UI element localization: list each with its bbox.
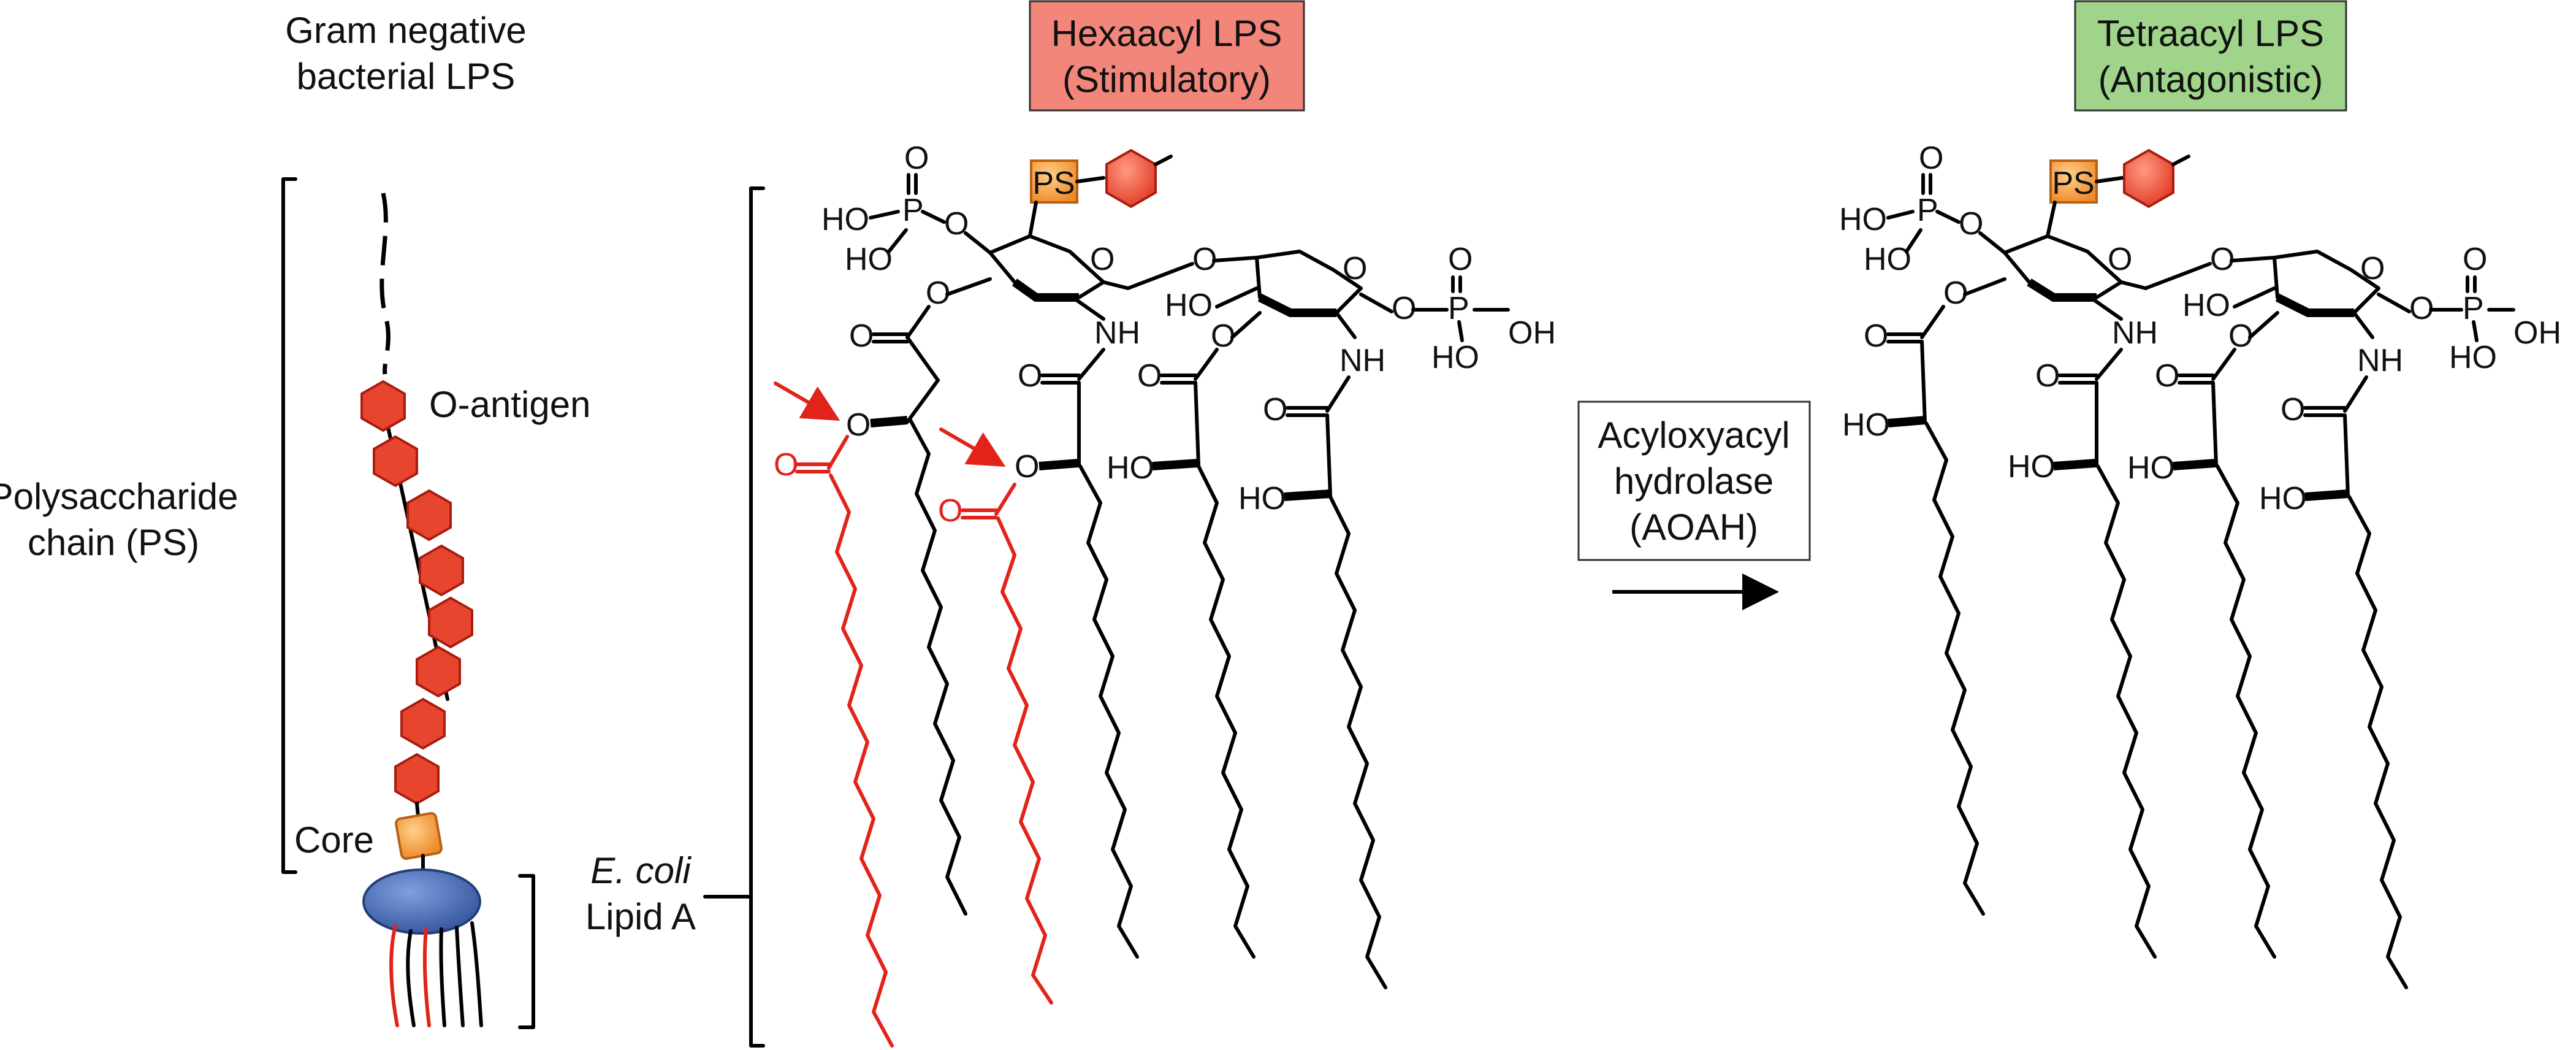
hexose-icon xyxy=(1105,148,1157,209)
svg-text:P: P xyxy=(1917,193,1938,228)
svg-text:O: O xyxy=(1864,318,1888,354)
core-sugar-icon xyxy=(395,812,443,860)
enzyme-line3: (AOAH) xyxy=(1629,507,1758,548)
ps-label-line2: chain (PS) xyxy=(28,522,199,563)
left-title-line1: Gram negative xyxy=(285,10,527,51)
ps-tag-label: PS xyxy=(1032,166,1075,201)
hexose-icon xyxy=(394,753,440,805)
enzyme-box xyxy=(1577,400,1811,561)
svg-text:HO: HO xyxy=(2127,450,2175,486)
cleavage-arrow xyxy=(774,381,840,421)
lipid-a-label-line1: E. coli xyxy=(590,850,692,891)
glucosamine-ring-2: O HO O O P O OH HO NH xyxy=(1165,242,1556,378)
svg-text:NH: NH xyxy=(1094,315,1140,351)
svg-text:HO: HO xyxy=(821,202,869,237)
svg-text:P: P xyxy=(902,193,924,228)
tetraacyl-header-line2: (Antagonistic) xyxy=(2098,59,2323,100)
svg-text:HO: HO xyxy=(1238,481,1286,516)
svg-text:O: O xyxy=(1448,242,1473,277)
svg-text:O: O xyxy=(1919,140,1943,176)
hexaacyl-structure: Hexaacyl LPS (Stimulatory) O P HO HO O P… xyxy=(774,0,1556,1048)
core-label: Core xyxy=(294,819,374,860)
svg-text:HO: HO xyxy=(1864,242,1911,277)
lipid-a-bracket xyxy=(518,874,535,1029)
svg-text:O: O xyxy=(1263,392,1287,427)
svg-text:NH: NH xyxy=(2112,315,2158,351)
ps-tag-label: PS xyxy=(2052,166,2094,201)
ps-label-line1: Polysaccharide xyxy=(0,476,238,517)
o-antigen-label: O-antigen xyxy=(429,384,591,425)
svg-text:O: O xyxy=(904,140,929,176)
lipid-a-tails xyxy=(389,921,483,1027)
glucosamine-ring-2: O HO O O P O OH HO NH xyxy=(2182,242,2561,378)
phosphate-group-left: O P HO HO O xyxy=(821,140,992,277)
phosphate-group-left: O P HO HO O xyxy=(1839,140,2006,277)
svg-text:HO: HO xyxy=(2008,449,2056,485)
svg-text:NH: NH xyxy=(1339,343,1385,378)
ps-tag-box xyxy=(2049,159,2098,204)
hexose-icon xyxy=(416,645,461,698)
hexaacyl-header-line2: (Stimulatory) xyxy=(1062,59,1271,100)
hexose-icon xyxy=(419,544,464,597)
hexose-icon xyxy=(428,596,473,649)
svg-text:O: O xyxy=(944,206,969,242)
svg-text:O: O xyxy=(1959,206,1983,242)
svg-text:HO: HO xyxy=(1107,450,1154,486)
tetraacyl-structure: Tetraacyl LPS (Antagonistic) O P HO HO O… xyxy=(1839,0,2561,989)
structure-bracket xyxy=(749,186,765,1048)
hexaacyl-header-line1: Hexaacyl LPS xyxy=(1051,13,1282,54)
svg-text:HO: HO xyxy=(2182,288,2230,323)
svg-text:O: O xyxy=(2281,392,2305,427)
svg-text:HO: HO xyxy=(1839,202,1887,237)
ps-bracket xyxy=(281,177,297,874)
svg-text:O: O xyxy=(846,407,871,443)
left-panel: Gram negative bacterial LPS Polysacchari… xyxy=(0,10,765,1048)
svg-text:HO: HO xyxy=(1431,340,1479,375)
acyl-chains-tetraacyl xyxy=(1924,421,2408,989)
tetraacyl-header-line1: Tetraacyl LPS xyxy=(2097,13,2324,54)
tetraacyl-header-box xyxy=(2074,0,2347,112)
svg-text:HO: HO xyxy=(845,242,893,277)
svg-text:O: O xyxy=(2360,251,2385,286)
o-antigen-dashed-tail xyxy=(379,193,391,375)
glucosamine-ring-1: O O O NH xyxy=(1943,234,2276,351)
svg-text:HO: HO xyxy=(2259,481,2307,516)
acyl-chains-hexaacyl xyxy=(829,418,1387,1048)
svg-text:HO: HO xyxy=(1842,407,1890,443)
enzyme-line1: Acyloxyacyl xyxy=(1598,415,1789,456)
svg-text:HO: HO xyxy=(1165,288,1213,323)
left-title-line2: bacterial LPS xyxy=(297,56,516,97)
svg-text:O: O xyxy=(1090,242,1115,277)
svg-text:O: O xyxy=(2035,358,2060,394)
svg-text:O: O xyxy=(774,447,798,483)
hexose-icon xyxy=(400,697,446,750)
svg-text:O: O xyxy=(938,493,962,529)
hexaacyl-header-box xyxy=(1029,0,1305,112)
enzyme-step: Acyloxyacyl hydrolase (AOAH) xyxy=(1577,400,1811,610)
hexose-icon xyxy=(2123,148,2174,209)
svg-text:OH: OH xyxy=(1508,315,1556,351)
hexose-icon xyxy=(360,380,406,432)
svg-text:O: O xyxy=(849,318,874,354)
svg-text:O: O xyxy=(1015,449,1039,485)
svg-text:O: O xyxy=(2463,242,2487,277)
svg-text:O: O xyxy=(1018,358,1042,394)
enzyme-line2: hydrolase xyxy=(1614,461,1774,502)
o-antigen-chain xyxy=(360,380,473,805)
hexose-icon xyxy=(373,435,418,488)
svg-text:O: O xyxy=(2108,242,2132,277)
lipid-a-icon xyxy=(362,868,481,935)
cleavage-arrow xyxy=(939,427,1006,467)
svg-text:HO: HO xyxy=(2449,340,2497,375)
svg-text:O: O xyxy=(1137,358,1162,394)
glucosamine-ring-1: O O O NH xyxy=(926,234,1259,351)
svg-text:NH: NH xyxy=(2357,343,2403,378)
lipid-a-label-line2: Lipid A xyxy=(585,896,696,937)
svg-text:O: O xyxy=(2155,358,2179,394)
svg-text:OH: OH xyxy=(2513,315,2561,351)
svg-text:O: O xyxy=(1343,251,1367,286)
hexose-icon xyxy=(406,489,452,542)
